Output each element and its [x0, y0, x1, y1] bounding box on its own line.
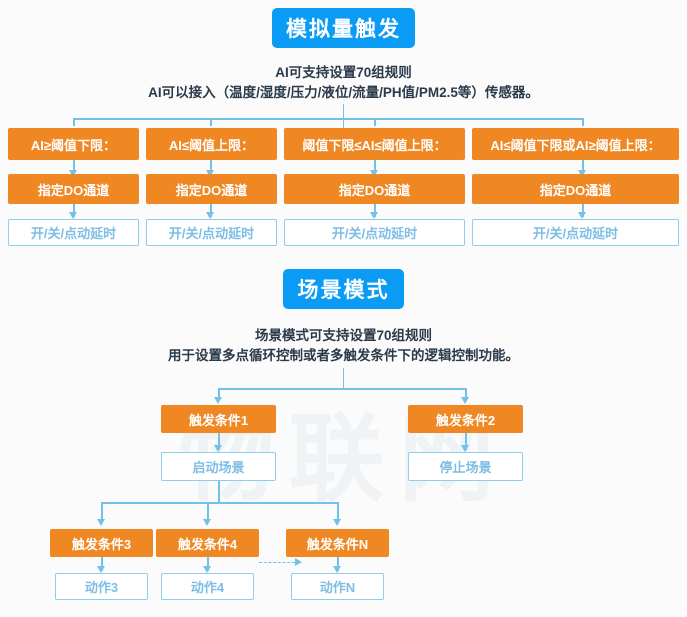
scene-drop-left	[218, 388, 220, 400]
analog-arrow-3a	[370, 170, 379, 177]
analog-connector-1a	[73, 160, 75, 173]
analog-condition-3[interactable]: 阈值下限≤AI≤阈值上限：	[284, 128, 465, 160]
scene-arrow-left	[214, 397, 223, 404]
scene-start-scene[interactable]: 启动场景	[161, 452, 276, 481]
scene-mode-banner: 场景模式	[283, 269, 404, 309]
scene-trunk-line	[342, 368, 344, 388]
analog-connector-4a	[582, 160, 584, 173]
analog-arrow-2b	[206, 212, 215, 219]
analog-condition-1[interactable]: AI≥阈值下限：	[8, 128, 139, 160]
scene-fanout-drop-3	[101, 502, 103, 522]
scene-action-4[interactable]: 动作4	[161, 573, 254, 600]
analog-drop-2	[210, 118, 212, 126]
scene-arrow-n	[333, 566, 342, 573]
analog-connector-2a	[210, 160, 212, 173]
analog-arrow-4b	[578, 212, 587, 219]
analog-result-1[interactable]: 开/关/点动延时	[8, 219, 139, 246]
analog-drop-1	[73, 118, 75, 126]
analog-connector-4b	[582, 204, 584, 217]
scene-split-bar	[218, 388, 466, 390]
scene-drop-right	[465, 388, 467, 400]
scene-fanout-drop-4	[207, 502, 209, 522]
analog-connector-1b	[73, 204, 75, 217]
scene-connector-2	[465, 433, 467, 450]
analog-trigger-banner: 模拟量触发	[272, 8, 415, 48]
scene-fanout-drop-n	[337, 502, 339, 522]
analog-distribution-bar	[73, 118, 582, 120]
analog-condition-4[interactable]: AI≤阈值下限或AI≥阈值上限：	[472, 128, 679, 160]
scene-action-n[interactable]: 动作N	[291, 573, 384, 600]
scene-fanout-arrow-4	[203, 519, 212, 526]
analog-result-2[interactable]: 开/关/点动延时	[146, 219, 277, 246]
scene-desc-line-1: 场景模式可支持设置70组规则	[254, 328, 433, 343]
analog-connector-3b	[374, 204, 376, 217]
scene-arrow-1	[214, 445, 223, 452]
analog-desc-line-1: AI可支持设置70组规则	[275, 65, 412, 80]
analog-connector-3a	[374, 160, 376, 173]
scene-action-3[interactable]: 动作3	[55, 573, 148, 600]
analog-arrow-2a	[206, 170, 215, 177]
analog-action-4[interactable]: 指定DO通道	[472, 174, 679, 204]
scene-ellipsis-arrow	[295, 557, 302, 566]
scene-connector-3	[101, 557, 103, 571]
scene-fanout-stem	[218, 481, 220, 502]
scene-fanout-bar	[101, 502, 338, 504]
analog-arrow-4a	[578, 170, 587, 177]
analog-result-3[interactable]: 开/关/点动延时	[284, 219, 465, 246]
analog-desc-line-2: AI可以接入（温度/湿度/压力/液位/流量/PH值/PM2.5等）传感器。	[148, 85, 539, 100]
scene-connector-4	[207, 557, 209, 571]
scene-connector-n	[337, 557, 339, 571]
analog-arrow-1b	[69, 212, 78, 219]
analog-condition-2[interactable]: AI≤阈值上限：	[146, 128, 277, 160]
scene-fanout-arrow-n	[333, 519, 342, 526]
scene-arrow-3	[97, 566, 106, 573]
analog-drop-3	[374, 118, 376, 126]
scene-connector-1	[218, 433, 220, 450]
analog-arrow-1a	[69, 170, 78, 177]
analog-action-1[interactable]: 指定DO通道	[8, 174, 139, 204]
scene-arrow-right	[461, 397, 470, 404]
scene-arrow-4	[203, 566, 212, 573]
analog-arrow-3b	[370, 212, 379, 219]
analog-connector-2b	[210, 204, 212, 217]
scene-trigger-3[interactable]: 触发条件3	[50, 529, 153, 557]
analog-drop-4	[582, 118, 584, 126]
analog-action-2[interactable]: 指定DO通道	[146, 174, 277, 204]
scene-arrow-2	[461, 445, 470, 452]
scene-trigger-2[interactable]: 触发条件2	[408, 405, 523, 433]
scene-fanout-arrow-3	[97, 519, 106, 526]
scene-trigger-1[interactable]: 触发条件1	[161, 405, 276, 433]
scene-stop-scene[interactable]: 停止场景	[408, 452, 523, 481]
scene-trigger-n[interactable]: 触发条件N	[286, 529, 389, 557]
scene-trigger-4[interactable]: 触发条件4	[156, 529, 259, 557]
scene-ellipsis-dashed-line	[259, 562, 295, 563]
scene-desc-line-2: 用于设置多点循环控制或者多触发条件下的逻辑控制功能。	[168, 348, 519, 363]
analog-result-4[interactable]: 开/关/点动延时	[472, 219, 679, 246]
analog-action-3[interactable]: 指定DO通道	[284, 174, 465, 204]
